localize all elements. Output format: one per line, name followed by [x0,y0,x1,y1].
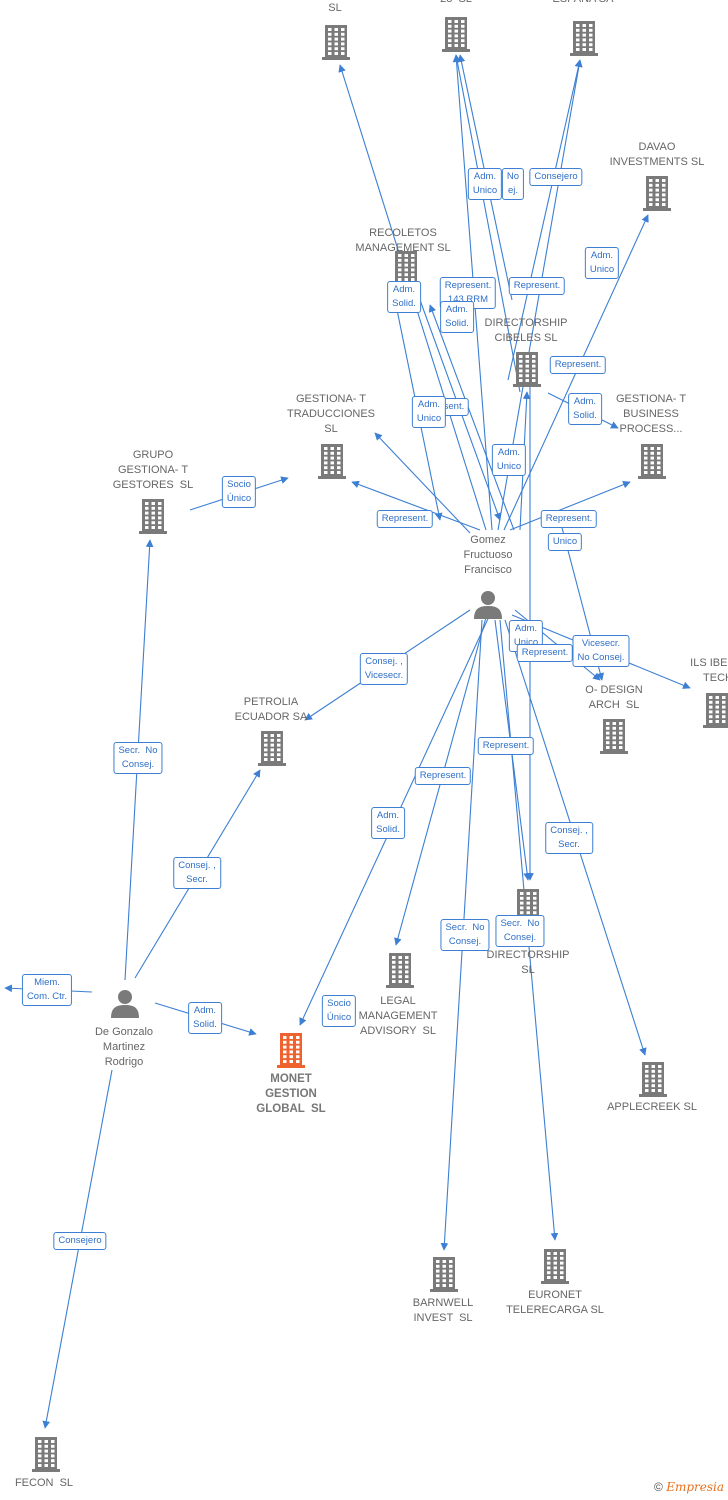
edge-role-label: Adm. Solid. [387,281,421,313]
building-icon[interactable] [277,1032,305,1073]
company-node[interactable]: APPLECREEK SL [607,1100,697,1115]
relationship-edge [351,480,481,531]
company-node[interactable]: DIRECTORSHIP SL [487,948,570,978]
person-icon[interactable] [473,589,503,624]
company-node[interactable]: BARNWELL INVEST SL [413,1296,474,1326]
building-icon[interactable] [322,24,350,65]
edge-role-label: Secr. No Consej. [495,915,545,947]
edge-role-label: Adm. Unico [411,396,447,428]
building-icon[interactable] [430,1256,458,1297]
building-icon[interactable] [643,175,671,216]
edge-role-label: Socio Único [321,995,357,1027]
company-name[interactable]: MONET GESTION GLOBAL SL [256,1073,326,1115]
edge-role-label: Adm. Unico [584,247,620,279]
company-node[interactable]: FECON SL [15,1476,73,1491]
company-name[interactable]: PETROLIA ECUADOR SA [234,696,308,723]
building-icon[interactable] [386,952,414,993]
building-icon[interactable] [318,443,346,484]
copyright-symbol: © [654,1480,663,1494]
company-node[interactable]: MONET GESTION GLOBAL SL [256,1072,325,1117]
relationship-edge [453,54,521,393]
company-node[interactable]: GRUPO GESTIONA- T GESTORES SL [113,448,194,493]
edge-role-label: Socio Único [221,476,257,508]
edge-role-label: Represent. [549,356,607,374]
company-name[interactable]: GESTIONA- T TRADUCCIONES SL [286,393,376,435]
building-icon[interactable] [639,1061,667,1102]
edge-role-label: Represent. [477,737,535,755]
company-node[interactable]: GESTIONA- T TRADUCCIONES SL [287,392,375,437]
company-name[interactable]: FECON SL [14,1477,74,1489]
brand-logo[interactable]: Empresia [666,1480,724,1494]
company-name[interactable]: EURONET TELERECARGA SL [506,1289,604,1316]
company-name[interactable]: DIAGNOSTICO SL [328,2,342,14]
edge-role-label: Represent. [540,510,598,528]
person-node[interactable]: De Gonzalo Martinez Rodrigo [95,1025,153,1070]
company-name[interactable]: 28 SL [440,0,472,7]
edge-role-label: Consej. , Secr. [545,822,593,854]
edge-role-label: Represent. [376,510,434,528]
relationship-edge [507,59,583,381]
edge-role-label: Represent. [508,277,566,295]
company-node[interactable]: ESPAÑA SA [553,0,614,7]
person-node[interactable]: Gomez Fructuoso Francisco [464,533,513,578]
company-node[interactable]: O- DESIGN ARCH SL [585,683,642,713]
edge-role-label: Secr. No Consej. [440,919,490,951]
edge-role-label: Consej. , Vicesecr. [359,653,409,685]
company-name[interactable]: GRUPO GESTIONA- T GESTORES SL [112,449,194,491]
edge-role-label: Consejero [529,168,583,186]
building-icon[interactable] [638,443,666,484]
edge-role-label: Adm. Solid. [188,1002,222,1034]
company-name[interactable]: O- DESIGN ARCH SL [585,684,643,711]
company-name[interactable]: BARNWELL INVEST SL [412,1297,474,1324]
building-icon[interactable] [541,1248,569,1289]
relationship-edge [374,432,471,534]
company-name[interactable]: ILS IBERIA TECH [690,657,728,684]
company-node[interactable]: DIAGNOSTICO SL [296,0,373,16]
edge-role-label: Unico [547,533,583,551]
edge-role-label: Consej. , Secr. [173,857,221,889]
company-name[interactable]: DAVAO INVESTMENTS SL [609,141,705,168]
company-name[interactable]: ESPAÑA SA [553,0,614,7]
edge-role-label: Adm. Solid. [371,807,405,839]
building-icon[interactable] [513,351,541,392]
company-name[interactable]: GESTIONA- T BUSINESS PROCESS... [615,393,687,435]
edge-role-label: No ej. [501,168,525,200]
edge-role-label: Adm. Solid. [568,393,602,425]
company-node[interactable]: EURONET TELERECARGA SL [506,1288,604,1318]
edge-role-label: Adm. Unico [467,168,503,200]
company-node[interactable]: ILS IBERIA TECH [690,656,728,686]
edge-role-label: Vicesecr. No Consej. [572,635,630,667]
company-name[interactable]: APPLECREEK SL [607,1101,697,1113]
person-name[interactable]: De Gonzalo Martinez Rodrigo [94,1026,154,1068]
company-node[interactable]: PETROLIA ECUADOR SA [235,695,308,725]
building-icon[interactable] [600,718,628,759]
company-name[interactable]: DIRECTORSHIP SL [486,949,570,976]
edge-role-label: Secr. No Consej. [113,742,163,774]
edge-role-label: Adm. Solid. [440,301,474,333]
company-name[interactable]: LEGAL MANAGEMENT ADVISORY SL [358,995,438,1037]
building-icon[interactable] [258,730,286,771]
person-name[interactable]: Gomez Fructuoso Francisco [463,534,513,576]
company-node[interactable]: GESTIONA- T BUSINESS PROCESS... [616,392,686,437]
company-node[interactable]: LEGAL MANAGEMENT ADVISORY SL [359,994,438,1039]
building-icon[interactable] [442,16,470,57]
building-icon[interactable] [32,1436,60,1477]
building-icon[interactable] [139,498,167,539]
relationship-edge [428,304,515,531]
edge-role-label: Adm. Unico [491,444,527,476]
building-icon[interactable] [570,20,598,61]
edge-role-label: Represent. [414,767,472,785]
edge-role-label: Represent. [516,644,574,662]
company-name[interactable]: DIRECTORSHIP CIBELES SL [484,317,568,344]
edge-role-label: Miem. Com. Ctr. [21,974,73,1006]
person-icon[interactable] [110,988,140,1023]
edge-role-label: Consejero [53,1232,107,1250]
company-node[interactable]: DIRECTORSHIP CIBELES SL [485,316,568,346]
building-icon[interactable] [703,692,728,733]
company-node[interactable]: DAVAO INVESTMENTS SL [610,140,705,170]
footer-credit: © Empresia [654,1480,724,1494]
company-node[interactable]: 28 SL [440,0,472,7]
